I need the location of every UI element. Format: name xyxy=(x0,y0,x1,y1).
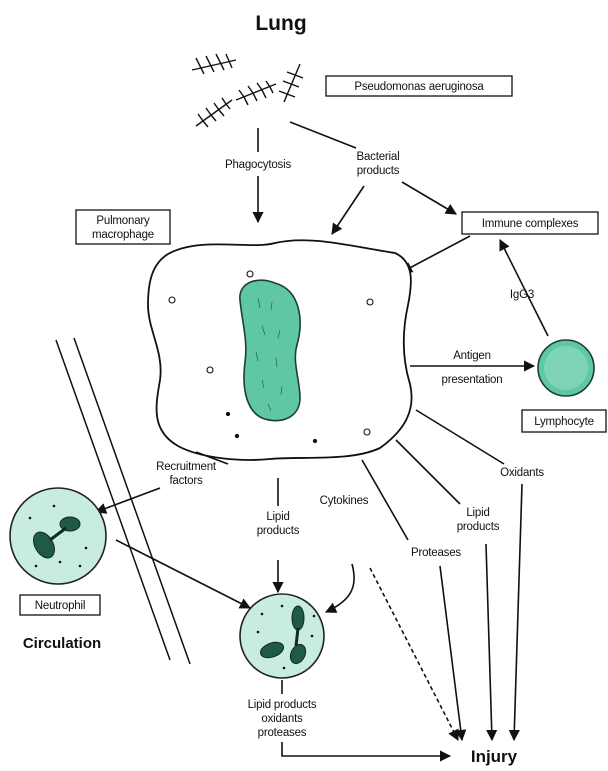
phagocytosis-label: Phagocytosis xyxy=(225,159,291,171)
bacterial-products-label-1: Bacterial xyxy=(357,151,400,163)
circulating-neutrophil-cell xyxy=(10,488,106,584)
lipid-right-label-2: products xyxy=(457,521,500,533)
oxidants-label: Oxidants xyxy=(500,467,544,479)
lipid-right-arrow xyxy=(486,544,492,740)
igg3-arrow xyxy=(500,240,548,336)
lipid-left-label-2: products xyxy=(257,525,300,537)
lymphocyte-label: Lymphocyte xyxy=(534,416,594,428)
pulmonary-label-2: macrophage xyxy=(92,229,154,241)
oxidants-arrow xyxy=(514,484,522,740)
bacteria-cluster-icon xyxy=(192,54,303,127)
pseudomonas-label: Pseudomonas aeruginosa xyxy=(354,81,484,93)
cytokines-dashed-to-injury xyxy=(370,568,458,740)
proteases-label: Proteases xyxy=(411,547,461,559)
immune-complexes-label: Immune complexes xyxy=(482,218,579,230)
lipid-right-label-1: Lipid xyxy=(466,507,489,519)
bacteria-to-products-line xyxy=(290,122,356,148)
bacterial-products-label-2: products xyxy=(357,165,400,177)
antigen-label-1: Antigen xyxy=(453,350,491,362)
recruitment-label-1: Recruitment xyxy=(156,461,217,473)
cytokines-arrow xyxy=(326,564,354,612)
cytokines-label: Cytokines xyxy=(320,495,369,507)
output-to-injury-arrow xyxy=(282,742,450,756)
macrophage-nucleus xyxy=(240,280,300,420)
lymphocyte-inner xyxy=(544,346,588,390)
pulmonary-label-1: Pulmonary xyxy=(96,215,150,227)
proteases-arrow xyxy=(440,566,462,740)
lipid-left-label-1: Lipid xyxy=(266,511,289,523)
circulation-label: Circulation xyxy=(23,635,101,652)
antigen-label-2: presentation xyxy=(442,374,503,386)
products-to-immune-arrow xyxy=(402,182,456,214)
diagram-title: Lung xyxy=(255,12,306,35)
igg3-label: IgG3 xyxy=(510,289,534,301)
products-to-macrophage-arrow xyxy=(332,186,364,234)
output-label-3: proteases xyxy=(258,727,307,739)
oxidants-line-upper xyxy=(416,410,504,464)
recruitment-label-2: factors xyxy=(169,475,203,487)
output-label-2: oxidants xyxy=(261,713,303,725)
migration-arrow xyxy=(116,540,250,608)
proteases-line-upper xyxy=(362,460,408,540)
immune-to-macrophage-arrow xyxy=(402,236,470,272)
lipid-right-line-upper xyxy=(396,440,460,504)
neutrophil-label: Neutrophil xyxy=(35,600,85,612)
injury-label: Injury xyxy=(471,747,518,766)
output-label-1: Lipid products xyxy=(248,699,317,711)
